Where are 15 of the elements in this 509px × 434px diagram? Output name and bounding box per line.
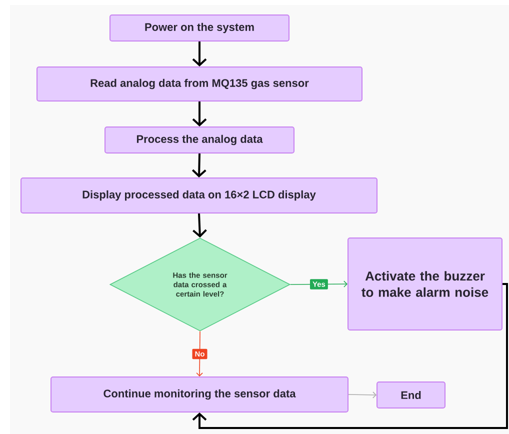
process-box: End [376, 382, 446, 408]
arrow [348, 392, 376, 398]
arrow [196, 331, 203, 376]
process-box: Display processed data on 16×2 LCD display [20, 178, 378, 214]
arrow [192, 213, 207, 238]
process-box: Power on the system [110, 14, 290, 42]
process-box: Activate the buzzer to make alarm noise [348, 238, 502, 330]
arrow [192, 283, 508, 429]
process-box: Read analog data from MQ135 gas sensor [36, 66, 362, 102]
arrow [192, 102, 207, 126]
arrow [290, 280, 348, 288]
process-box: Process the analog data [104, 126, 294, 154]
process-box: Continue monitoring the sensor data [50, 376, 348, 412]
arrow [192, 153, 206, 178]
arrow [192, 42, 207, 66]
